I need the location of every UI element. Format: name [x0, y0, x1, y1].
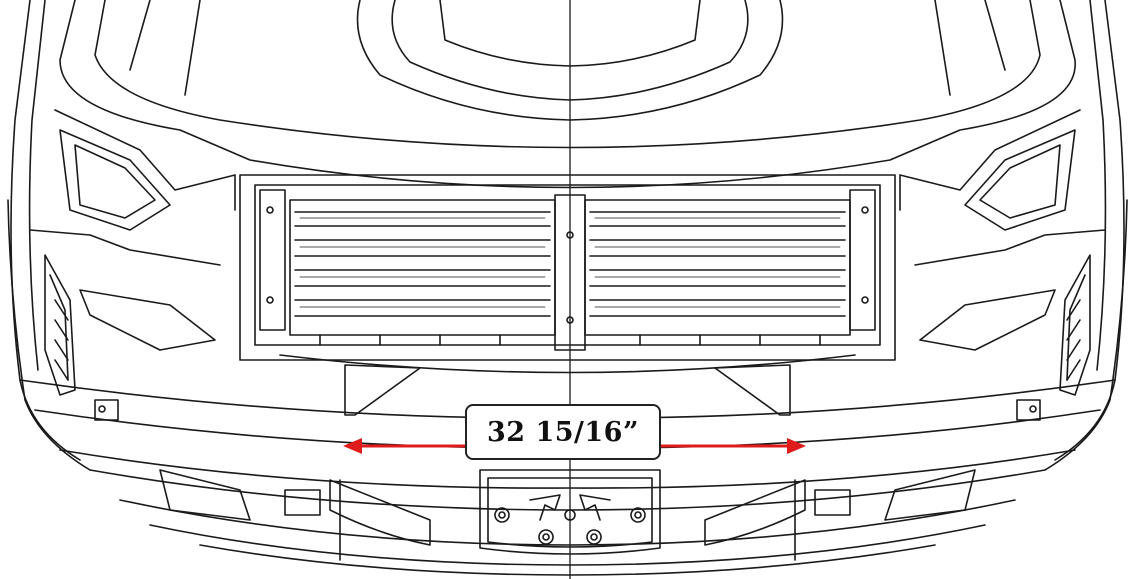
- hood: [59, 0, 1076, 189]
- dimension-arrowhead-right: [787, 438, 806, 454]
- left-fender: [7, 0, 236, 471]
- dimension-label: 32 15/16”: [465, 404, 661, 460]
- dimension-arrow: [343, 438, 806, 454]
- right-fender: [899, 0, 1128, 471]
- grille: [239, 174, 896, 361]
- bumper: [19, 354, 1116, 576]
- license-plate-bracket: [479, 469, 661, 555]
- dimension-arrowhead-left: [343, 438, 362, 454]
